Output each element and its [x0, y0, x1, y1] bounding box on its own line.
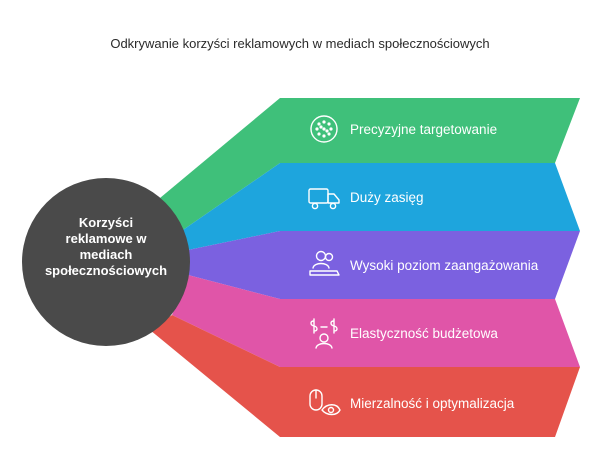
- target-dots-icon: [310, 115, 338, 143]
- truck-icon: [308, 188, 340, 210]
- hub-label-line: reklamowe w: [65, 231, 147, 246]
- hub-label: Korzyści reklamowe w mediach społecznośc…: [22, 215, 190, 279]
- budget-person-icon: [310, 318, 338, 349]
- users-engagement-icon: [309, 250, 340, 276]
- band-measurability: [150, 315, 580, 437]
- band-engagement: [188, 231, 580, 299]
- benefit-label-large-reach: Duży zasięg: [350, 190, 424, 205]
- benefit-label-engagement: Wysoki poziom zaangażowania: [350, 258, 539, 273]
- benefit-label-budget-flexibility: Elastyczność budżetowa: [350, 326, 498, 341]
- hub-label-line: społecznościowych: [44, 263, 168, 278]
- mouse-eye-icon: [309, 389, 341, 416]
- hub-label-line: mediach: [79, 247, 133, 262]
- band-budget-flexibility: [172, 275, 580, 367]
- band-precise-targeting: [148, 98, 580, 232]
- hub-circle: [22, 178, 190, 346]
- hub-label-line: Korzyści: [78, 215, 134, 230]
- diagram-title: Odkrywanie korzyści reklamowych w mediac…: [110, 36, 490, 51]
- band-large-reach: [180, 163, 580, 250]
- benefit-label-measurability: Mierzalność i optymalizacja: [350, 396, 515, 411]
- benefit-label-precise-targeting: Precyzyjne targetowanie: [350, 122, 498, 137]
